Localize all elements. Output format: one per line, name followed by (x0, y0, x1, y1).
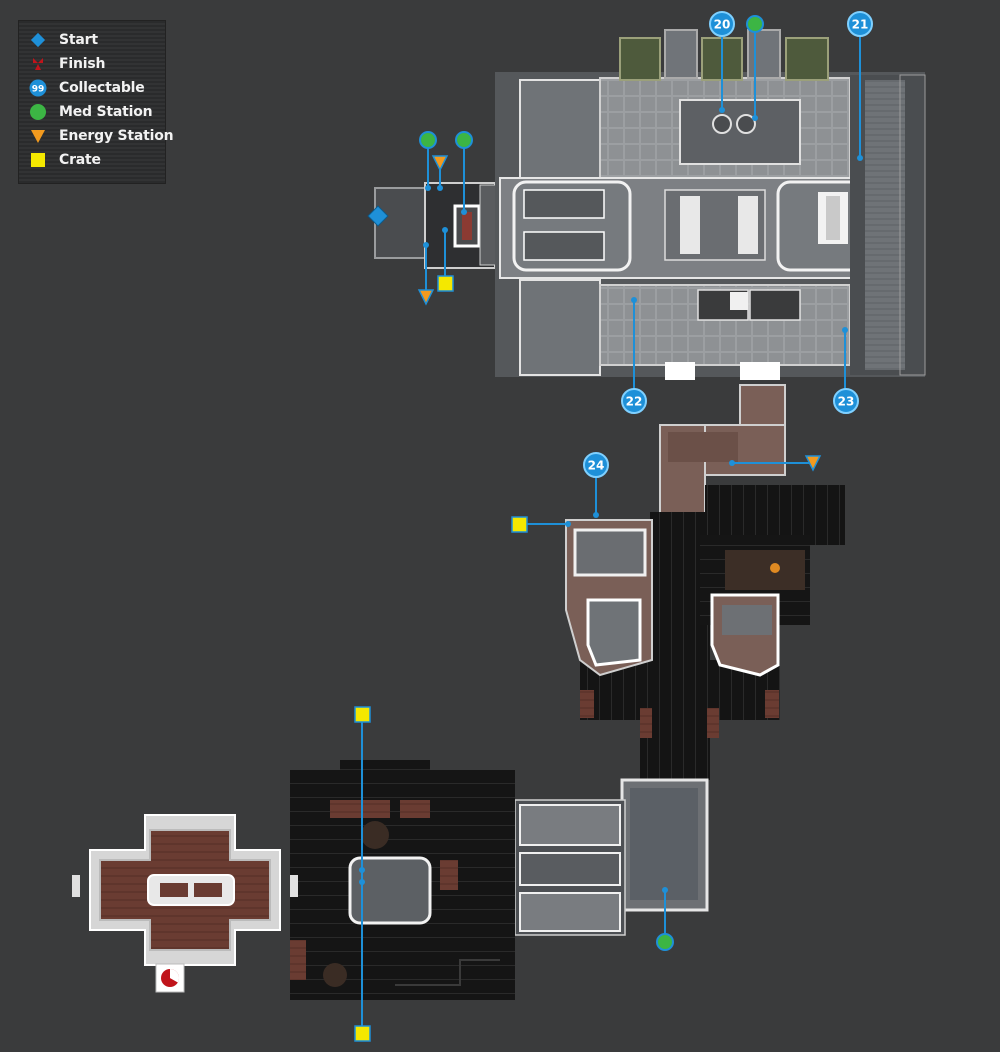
crate-square-icon (31, 153, 45, 167)
collectable-badge-number: 99 (32, 85, 45, 95)
finish-marker-icon (155, 963, 185, 993)
energy-station-icon (417, 289, 435, 306)
collectable-24: 24 (583, 452, 609, 478)
black-hall (565, 485, 845, 780)
collectable-number: 22 (626, 395, 643, 409)
legend-item-finish: Finish (19, 52, 165, 76)
legend-item-energy-station: Energy Station (19, 124, 174, 148)
collectable-number: 24 (588, 459, 605, 473)
med-station-icon (656, 933, 674, 951)
middle-corridor (659, 384, 786, 516)
med-station-icon (419, 131, 437, 149)
top-complex (374, 29, 926, 380)
collectable-badge-icon: 99 (29, 79, 47, 97)
med-station-icon (746, 15, 764, 33)
energy-station-triangle-icon (31, 130, 45, 143)
legend-item-collectable: 99 Collectable (19, 76, 165, 100)
collectable-22: 22 (621, 388, 647, 414)
med-station-icon (455, 131, 473, 149)
marker-pins (359, 107, 863, 893)
crate-icon (354, 1025, 371, 1042)
legend-label: Collectable (59, 80, 145, 96)
legend-label: Crate (59, 152, 101, 168)
crate-icon (354, 706, 371, 723)
collectable-number: 20 (714, 18, 731, 32)
dark-arena (290, 760, 515, 1000)
med-station-circle-icon (30, 104, 46, 120)
energy-station-icon (804, 455, 822, 472)
start-marker-icon (367, 205, 389, 227)
legend-item-med-station: Med Station (19, 100, 165, 124)
legend-label: Med Station (59, 104, 153, 120)
crate-icon (437, 275, 454, 292)
legend-item-crate: Crate (19, 148, 165, 172)
collectable-number: 23 (838, 395, 855, 409)
legend-label: Start (59, 32, 98, 48)
legend-label: Finish (59, 56, 106, 72)
collectable-20: 20 (709, 11, 735, 37)
legend-label: Energy Station (59, 128, 174, 144)
collectable-21: 21 (847, 11, 873, 37)
collectable-number: 21 (852, 18, 869, 32)
finish-room (72, 814, 298, 966)
map-legend: Start Finish 99 Collectable Med Station (18, 20, 174, 184)
grey-room (514, 778, 709, 936)
energy-station-icon (431, 155, 449, 172)
start-diamond-icon (30, 32, 46, 48)
crate-icon (511, 516, 528, 533)
collectable-23: 23 (833, 388, 859, 414)
finish-arrows-icon (33, 58, 43, 70)
legend-item-start: Start (19, 28, 165, 52)
